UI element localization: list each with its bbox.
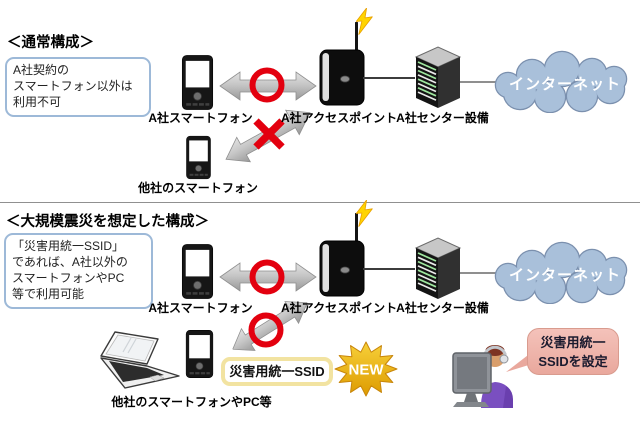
internet-cloud: インターネット [494,241,628,304]
note-line: 「災害用統一SSID」 [12,239,125,253]
phone-a-label: A社スマートフォン [148,111,253,125]
smartphone-icon [185,330,214,378]
internet-label: インターネット [509,76,621,93]
center-equipment-label: A社センター設備 [396,301,489,315]
cable-line [455,272,505,274]
center-equipment-label: A社センター設備 [396,111,489,125]
operator-icon [452,345,513,408]
normal-note-box: A社契約の スマートフォン以外は 利用不可 [5,57,151,117]
denied-x-icon [253,118,285,150]
smartphone-icon [181,55,214,110]
disaster-note-box: 「災害用統一SSID」 であれば、A社以外の スマートフォンやPC 等で利用可能 [4,233,153,309]
note-line: スマートフォンやPC [12,270,125,285]
cable-line [363,77,415,79]
smartphone-icon [181,244,214,299]
allowed-circle-icon [248,312,284,348]
access-point-label: A社アクセスポイント [281,111,398,125]
allowed-circle-icon [249,67,285,103]
cable-line [363,268,415,270]
phone-other-label: 他社のスマートフォン [138,181,258,195]
lightning-icon [356,8,373,35]
server-icon [414,237,462,299]
lightning-icon [356,200,373,227]
wireless-link-arrow [219,262,317,292]
cable-line [455,81,505,83]
section-disaster-heading: ＜大規模震災を想定した構成＞ [6,214,209,230]
devices-other-label: 他社のスマートフォンやPC等 [111,395,272,409]
note-line: 利用不可 [13,94,62,109]
access-point-label: A社アクセスポイント [281,301,398,315]
speech-bubble-tail [506,352,532,372]
note-line: 等で利用可能 [12,286,85,301]
speech-bubble: 災害用統一 SSIDを設定 [527,328,619,375]
internet-label: インターネット [509,267,621,284]
ssid-badge: 災害用統一SSID [221,357,333,386]
allowed-circle-icon [249,259,285,295]
access-point-icon [319,22,365,106]
internet-cloud: インターネット [494,50,628,113]
laptop-icon [100,331,180,389]
new-badge-label: NEW [349,362,385,379]
section-divider [0,202,640,203]
note-line: スマートフォン以外は [13,78,133,93]
server-icon [414,46,462,108]
bubble-line: 災害用統一 [540,335,606,350]
bubble-line: SSIDを設定 [538,353,608,369]
section-normal-heading: ＜通常構成＞ [7,35,94,51]
new-badge-star: NEW [334,341,398,397]
smartphone-icon [186,135,211,180]
phone-a-label: A社スマートフォン [148,301,253,315]
note-line: であれば、A社以外の [12,254,128,269]
note-line: A社契約の [13,63,70,77]
wireless-link-arrow [219,71,317,101]
